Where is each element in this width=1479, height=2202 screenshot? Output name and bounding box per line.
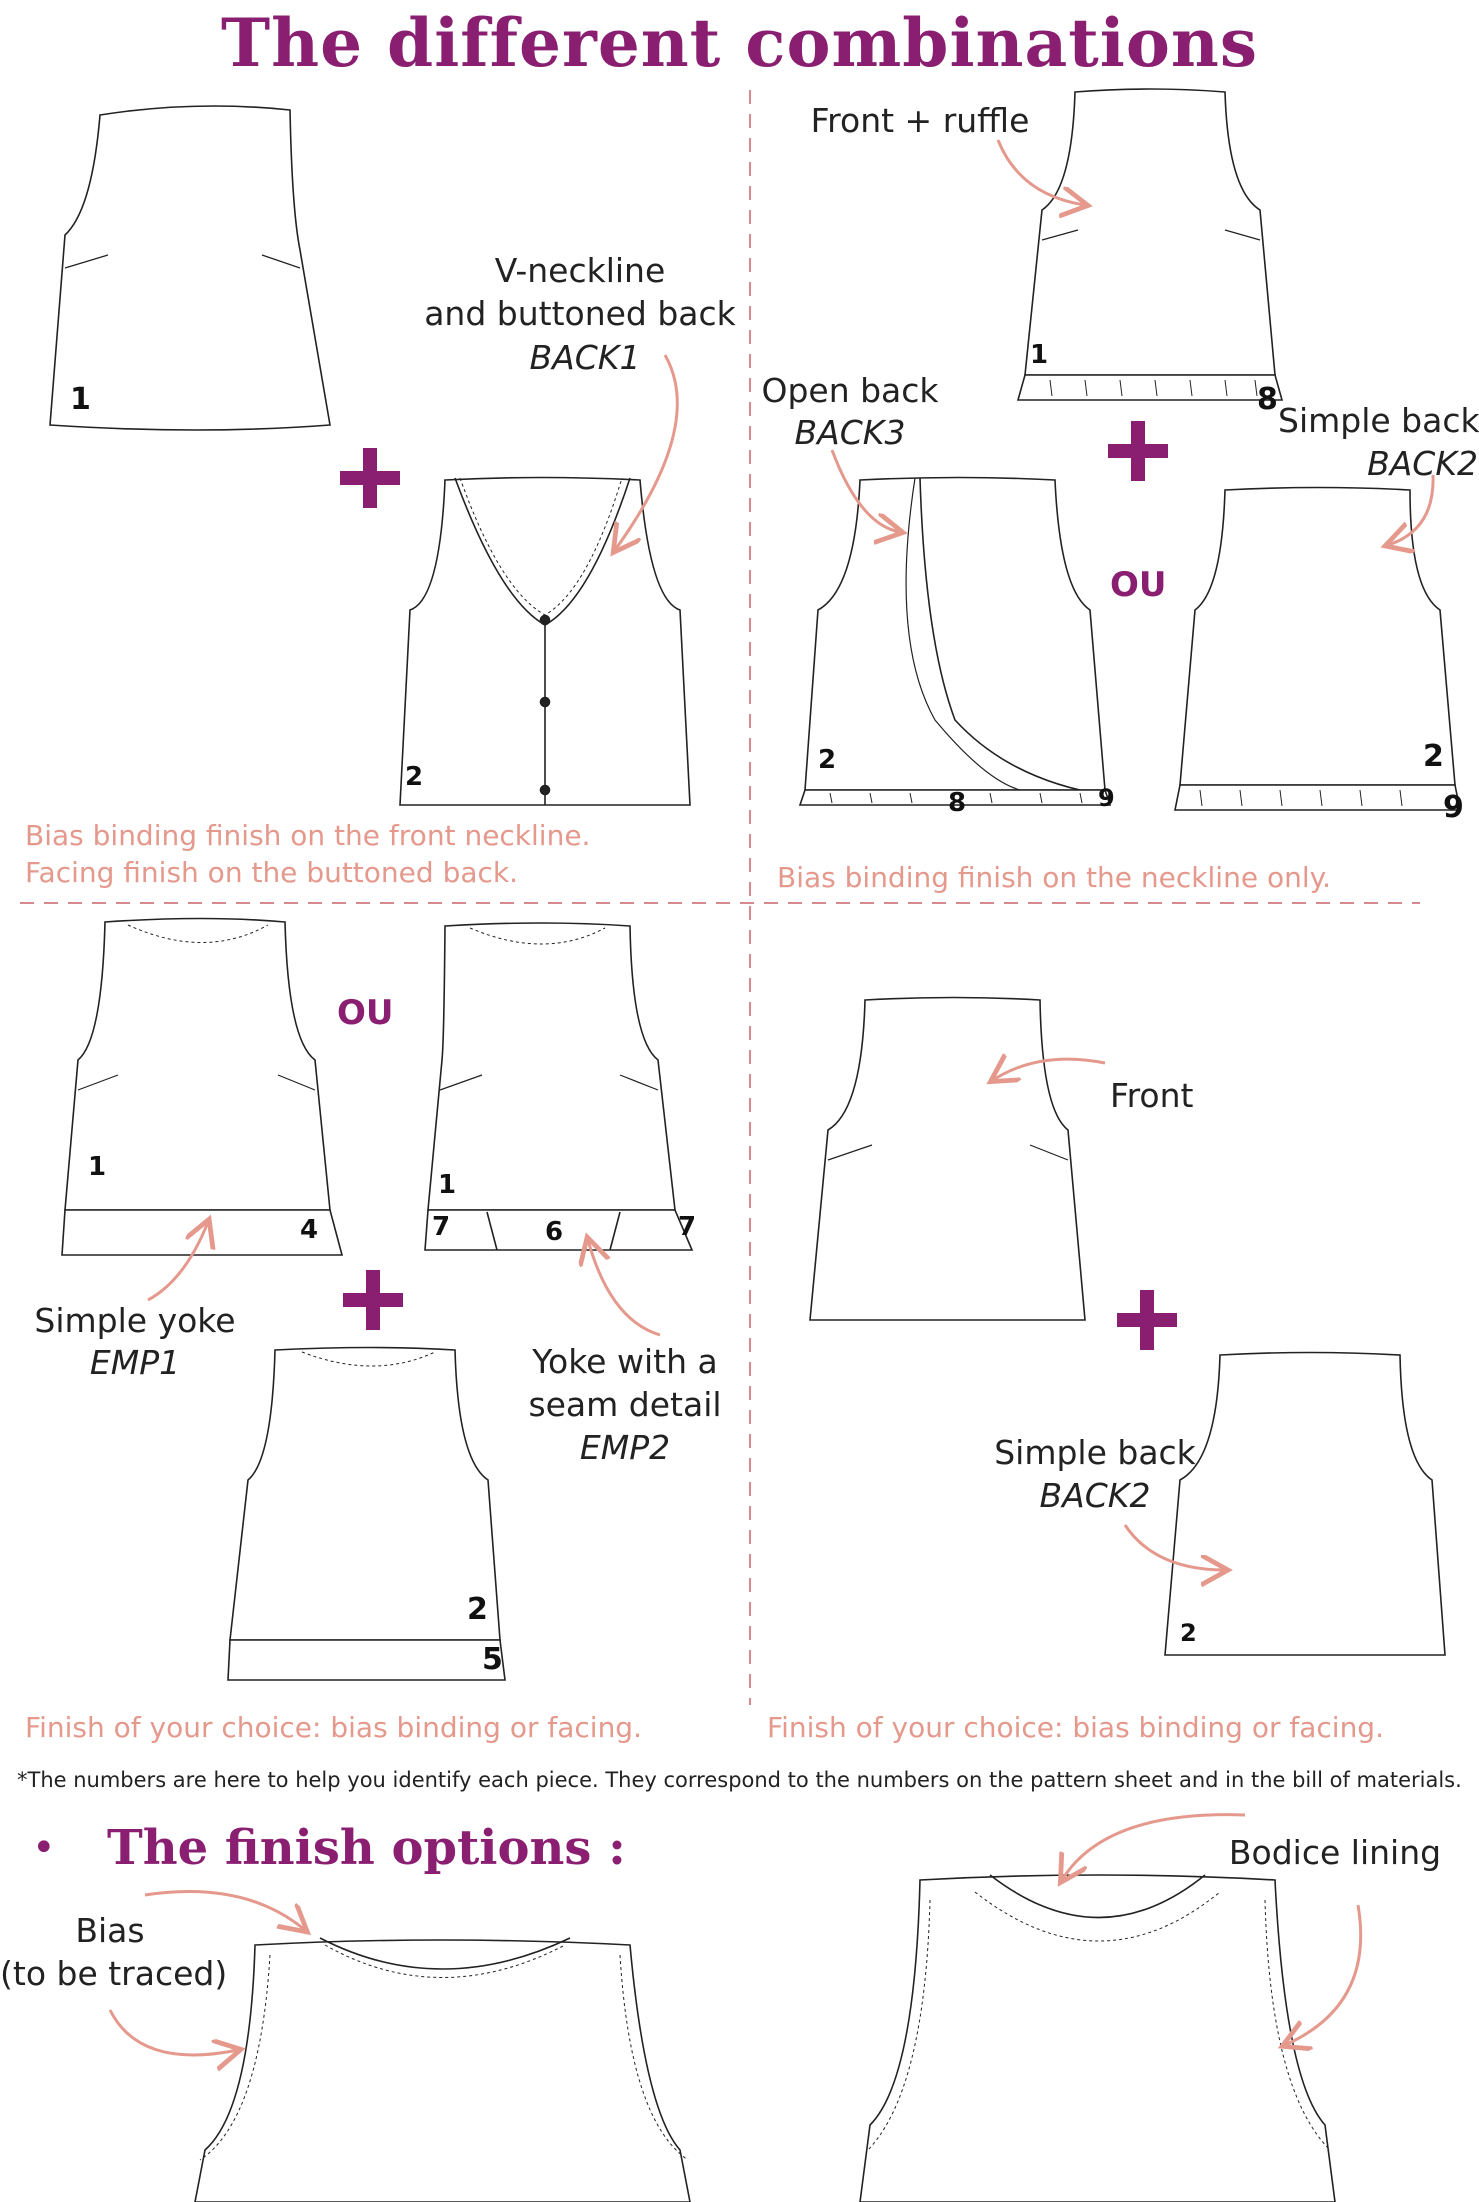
finish-options-heading: The finish options : xyxy=(107,1820,626,1876)
label-back2-code: BACK2 xyxy=(1367,444,1478,483)
num-q3-back: 2 xyxy=(467,1592,488,1627)
num-q1-front: 1 xyxy=(70,382,91,417)
note-q1-line1: Bias binding finish on the front necklin… xyxy=(25,819,591,852)
num-q2-front: 1 xyxy=(1030,340,1049,370)
label-yoke-seam-2: seam detail xyxy=(528,1385,722,1424)
footnote: *The numbers are here to help you identi… xyxy=(17,1768,1462,1792)
plus-q4-v xyxy=(1140,1290,1154,1350)
arrow-lining-top xyxy=(1062,1813,1246,1880)
q4-back xyxy=(1164,1351,1446,1656)
label-emp1-code: EMP1 xyxy=(89,1343,181,1382)
arrow-back1 xyxy=(615,354,679,550)
label-back2-code-q4: BACK2 xyxy=(1039,1476,1151,1515)
finish-bias-bodice xyxy=(194,1939,691,2202)
num-q1-back: 2 xyxy=(405,762,424,792)
arrow-bias-side xyxy=(108,2009,238,2055)
q3-yoke-b xyxy=(424,1209,694,1251)
q4-front xyxy=(809,996,1086,1321)
note-q2-line1: Bias binding finish on the neckline only… xyxy=(777,861,1332,894)
label-back1-code: BACK1 xyxy=(529,338,641,377)
q3-back xyxy=(229,1346,501,1641)
arrow-emp1 xyxy=(147,1222,208,1302)
num-q2-open-ruffle-end: 9 xyxy=(1098,784,1115,812)
label-bodice-lining: Bodice lining xyxy=(1228,1833,1442,1872)
q2-front-ruffle xyxy=(1016,374,1284,401)
page-title: The different combinations xyxy=(220,4,1258,82)
label-simple-yoke: Simple yoke xyxy=(34,1301,236,1340)
q2-open-back xyxy=(804,476,1106,791)
note-q3-line1: Finish of your choice: bias binding or f… xyxy=(25,1711,642,1744)
q1-back-button-1 xyxy=(539,614,551,626)
label-front: Front xyxy=(1110,1076,1194,1115)
q2-simple-back xyxy=(1179,486,1456,786)
plus-q3-v xyxy=(366,1270,380,1330)
arrow-back2-q4 xyxy=(1123,1524,1225,1570)
q1-back-button-3 xyxy=(539,784,551,796)
num-q2-open-back: 2 xyxy=(818,745,837,775)
q3-front-b xyxy=(427,922,676,1211)
num-q3-yoke-b-right: 7 xyxy=(678,1212,697,1242)
arrow-back3 xyxy=(830,449,900,532)
finish-lining-bodice xyxy=(859,1874,1336,2202)
num-q2-ruffle: 8 xyxy=(1257,382,1278,417)
label-front-ruffle: Front + ruffle xyxy=(810,101,1030,140)
label-bias: Bias xyxy=(75,1911,145,1950)
num-q2-open-ruffle: 8 xyxy=(948,788,967,818)
num-q2-simple-ruffle: 9 xyxy=(1443,790,1464,825)
plus-q2-v xyxy=(1131,421,1145,481)
label-bias-sub: (to be traced) xyxy=(0,1954,228,1993)
label-ou-q2: OU xyxy=(1110,565,1167,605)
num-q3-yoke-b-left: 7 xyxy=(432,1212,451,1242)
num-q3-front-a: 1 xyxy=(88,1152,107,1182)
arrow-emp2 xyxy=(588,1240,661,1337)
plus-q1-v xyxy=(363,448,377,508)
label-yoke-seam-1: Yoke with a xyxy=(532,1342,718,1381)
label-ou-q3: OU xyxy=(337,993,394,1033)
note-q1-line2: Facing finish on the buttoned back. xyxy=(25,856,519,889)
note-q4-line1: Finish of your choice: bias binding or f… xyxy=(767,1711,1384,1744)
heading-bullet: • xyxy=(32,1825,56,1871)
label-simple-back: Simple back xyxy=(1278,401,1479,440)
arrow-bias-top xyxy=(144,1890,305,1930)
num-q3-yoke-a: 4 xyxy=(300,1215,319,1245)
label-simple-back-q4: Simple back xyxy=(994,1433,1196,1472)
label-emp2-code: EMP2 xyxy=(579,1428,671,1467)
label-v-neckline: V-neckline xyxy=(494,251,666,290)
q1-front-bodice xyxy=(49,105,331,431)
num-q3-back-yoke: 5 xyxy=(482,1642,503,1677)
q1-back-button-2 xyxy=(539,696,551,708)
num-q3-front-b: 1 xyxy=(438,1170,457,1200)
q3-front-a xyxy=(64,917,331,1211)
q3-back-yoke xyxy=(227,1639,506,1681)
arrow-front-ruffle xyxy=(996,139,1085,205)
arrow-front xyxy=(993,1059,1106,1080)
num-q3-yoke-b-mid: 6 xyxy=(545,1217,564,1247)
label-open-back: Open back xyxy=(761,371,939,410)
label-back3-code: BACK3 xyxy=(794,413,906,452)
num-q4-back: 2 xyxy=(1180,1619,1197,1647)
arrow-lining-side xyxy=(1285,1904,1363,2045)
num-q2-simple-back: 2 xyxy=(1423,739,1444,774)
q2-front-bodice xyxy=(1024,88,1276,376)
arrow-back2 xyxy=(1388,474,1435,545)
label-buttoned-back: and buttoned back xyxy=(424,294,736,333)
